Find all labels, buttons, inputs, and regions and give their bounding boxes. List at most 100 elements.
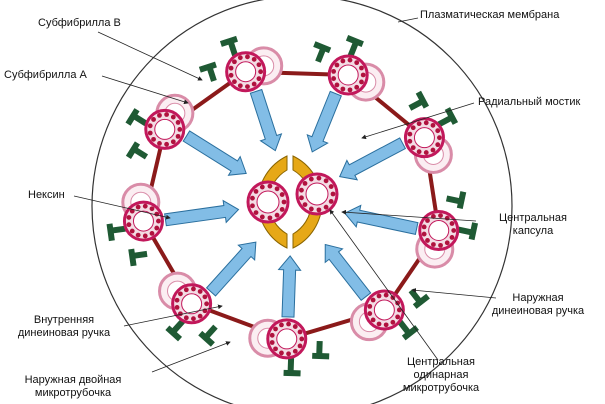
radial-spoke: [164, 199, 240, 227]
label-central-single-line-2: одинарная: [413, 369, 469, 381]
subfibril-a-protofilament: [147, 130, 153, 136]
subfibril-a-protofilament: [149, 231, 155, 236]
subfibril-a-protofilament: [228, 65, 234, 71]
label-outer-doublet-line-2: микротрубочка: [34, 387, 112, 399]
central-microtubule-right: [295, 172, 339, 216]
subfibril-a-protofilament: [197, 313, 203, 319]
subfibril-a-protofilament: [421, 231, 427, 237]
subfibril-a-protofilament: [425, 238, 430, 243]
radial-spoke: [205, 241, 257, 297]
central-microtubule-right-protofilament: [308, 176, 314, 182]
subfibril-a-protofilament: [383, 292, 389, 298]
outer-doublet: [121, 182, 164, 242]
subfibril-a-protofilament: [151, 117, 156, 122]
central-microtubule-right-protofilament: [299, 187, 304, 193]
outer-dynein-arm: [283, 357, 301, 377]
central-microtubule-right-protofilament: [302, 202, 308, 208]
subfibril-a-protofilament: [202, 294, 208, 300]
subfibril-a-lumen: [154, 118, 176, 140]
label-subfibril-b: Субфибрилла В: [38, 17, 121, 29]
outer-doublet: [415, 209, 460, 269]
outer-dynein-arm: [165, 319, 185, 342]
subfibril-a-protofilament: [232, 79, 237, 85]
leader-radial-spoke: [361, 102, 475, 140]
subfibril-a-protofilament: [245, 54, 250, 60]
subfibril-a-protofilament: [197, 289, 203, 294]
subfibril-a-protofilament: [273, 326, 278, 332]
radial-spokes: [164, 88, 419, 318]
subfibril-a-protofilament: [359, 79, 364, 85]
subfibril-a-protofilament: [370, 317, 376, 323]
subfibril-a-protofilament: [154, 225, 160, 231]
subfibril-a-protofilament: [376, 293, 382, 299]
subfibril-a-protofilament: [425, 218, 430, 223]
central-microtubule-left-lumen: [256, 190, 280, 214]
central-microtubule-left-protofilament: [274, 212, 280, 218]
subfibril-a-lumen: [428, 219, 450, 241]
inner-dynein-arm: [198, 324, 218, 347]
leader-inner-dynein: [123, 304, 223, 327]
subfibril-a-protofilament: [331, 76, 337, 81]
subfibril-a-protofilament: [416, 149, 422, 155]
central-microtubule-left-protofilament: [250, 203, 255, 209]
subfibril-a-protofilament: [251, 81, 257, 87]
subfibril-a-protofilament: [410, 125, 416, 131]
subfibril-a-protofilament: [286, 351, 291, 357]
central-microtubule-left-protofilament: [274, 186, 280, 192]
label-subfibril-a: Субфибрилла А: [4, 69, 87, 81]
label-inner-dynein: Внутренняя динеиновая ручка: [4, 314, 124, 340]
central-microtubule-left: [246, 180, 290, 224]
subfibril-a-protofilament: [367, 311, 373, 316]
subfibril-a: [225, 51, 267, 93]
outer-doublet: [144, 93, 195, 150]
outer-doublet: [158, 271, 213, 325]
subfibril-a-protofilament: [407, 131, 413, 137]
subfibril-a-protofilament: [279, 350, 284, 356]
subfibril-a-protofilament: [340, 58, 346, 64]
subfibril-a-lumen: [132, 210, 154, 232]
subfibril-a-protofilament: [170, 114, 176, 120]
label-inner-dynein-line-2: динеиновая ручка: [17, 327, 111, 339]
inner-dynein-arm: [408, 288, 430, 309]
subfibril-a-protofilament: [126, 222, 132, 228]
central-microtubule-left-protofilament: [279, 207, 285, 212]
subfibril-a-protofilament: [444, 240, 450, 246]
subfibril-a-protofilament: [449, 235, 455, 240]
subfibril-a-protofilament: [251, 56, 257, 62]
outer-dynein-arm: [125, 108, 148, 127]
subfibril-a-protofilament: [191, 316, 196, 322]
outer-dynein-arm: [457, 222, 479, 241]
outer-dynein-arm: [106, 223, 126, 242]
subfibril-a-protofilament: [376, 321, 382, 327]
subfibril-a-protofilament: [451, 228, 457, 233]
central-microtubule-left-protofilament: [259, 214, 265, 220]
leader-nexin: [73, 195, 171, 220]
central-microtubule-right-protofilament: [328, 184, 334, 189]
label-nexin: Нексин: [28, 189, 65, 201]
subfibril-a-protofilament: [142, 233, 148, 239]
subfibril-a-protofilament: [438, 213, 443, 218]
subfibril-a-protofilament: [156, 218, 161, 224]
dynein-arms: [106, 35, 479, 377]
inner-dynein-arm: [128, 248, 148, 267]
subfibril-a-protofilament: [164, 112, 170, 117]
subfibril-a-protofilament: [157, 112, 162, 118]
central-microtubule-right-protofilament: [316, 175, 322, 181]
leader-subfibril-b: [97, 31, 203, 81]
central-microtubule-right-protofilament: [308, 206, 314, 212]
label-central-capsule-line-2: капсула: [512, 225, 554, 237]
subfibril-a-protofilament: [279, 322, 284, 328]
subfibril-a-protofilament: [334, 62, 340, 68]
outer-dynein-arm: [437, 107, 459, 127]
subfibril-a-protofilament: [360, 72, 366, 78]
subfibril-a-protofilament: [354, 60, 360, 66]
subfibril-a: [418, 209, 460, 251]
radial-spoke: [277, 255, 302, 318]
label-central-single-line-3: микротрубочка: [402, 382, 480, 394]
subfibril-a-protofilament: [154, 211, 160, 217]
subfibril-a-protofilament: [340, 86, 346, 92]
subfibril-a-protofilament: [396, 307, 402, 313]
outer-dynein-arm: [345, 35, 364, 57]
leader-outer-dynein: [411, 287, 497, 299]
subfibril-a-protofilament: [435, 142, 441, 148]
